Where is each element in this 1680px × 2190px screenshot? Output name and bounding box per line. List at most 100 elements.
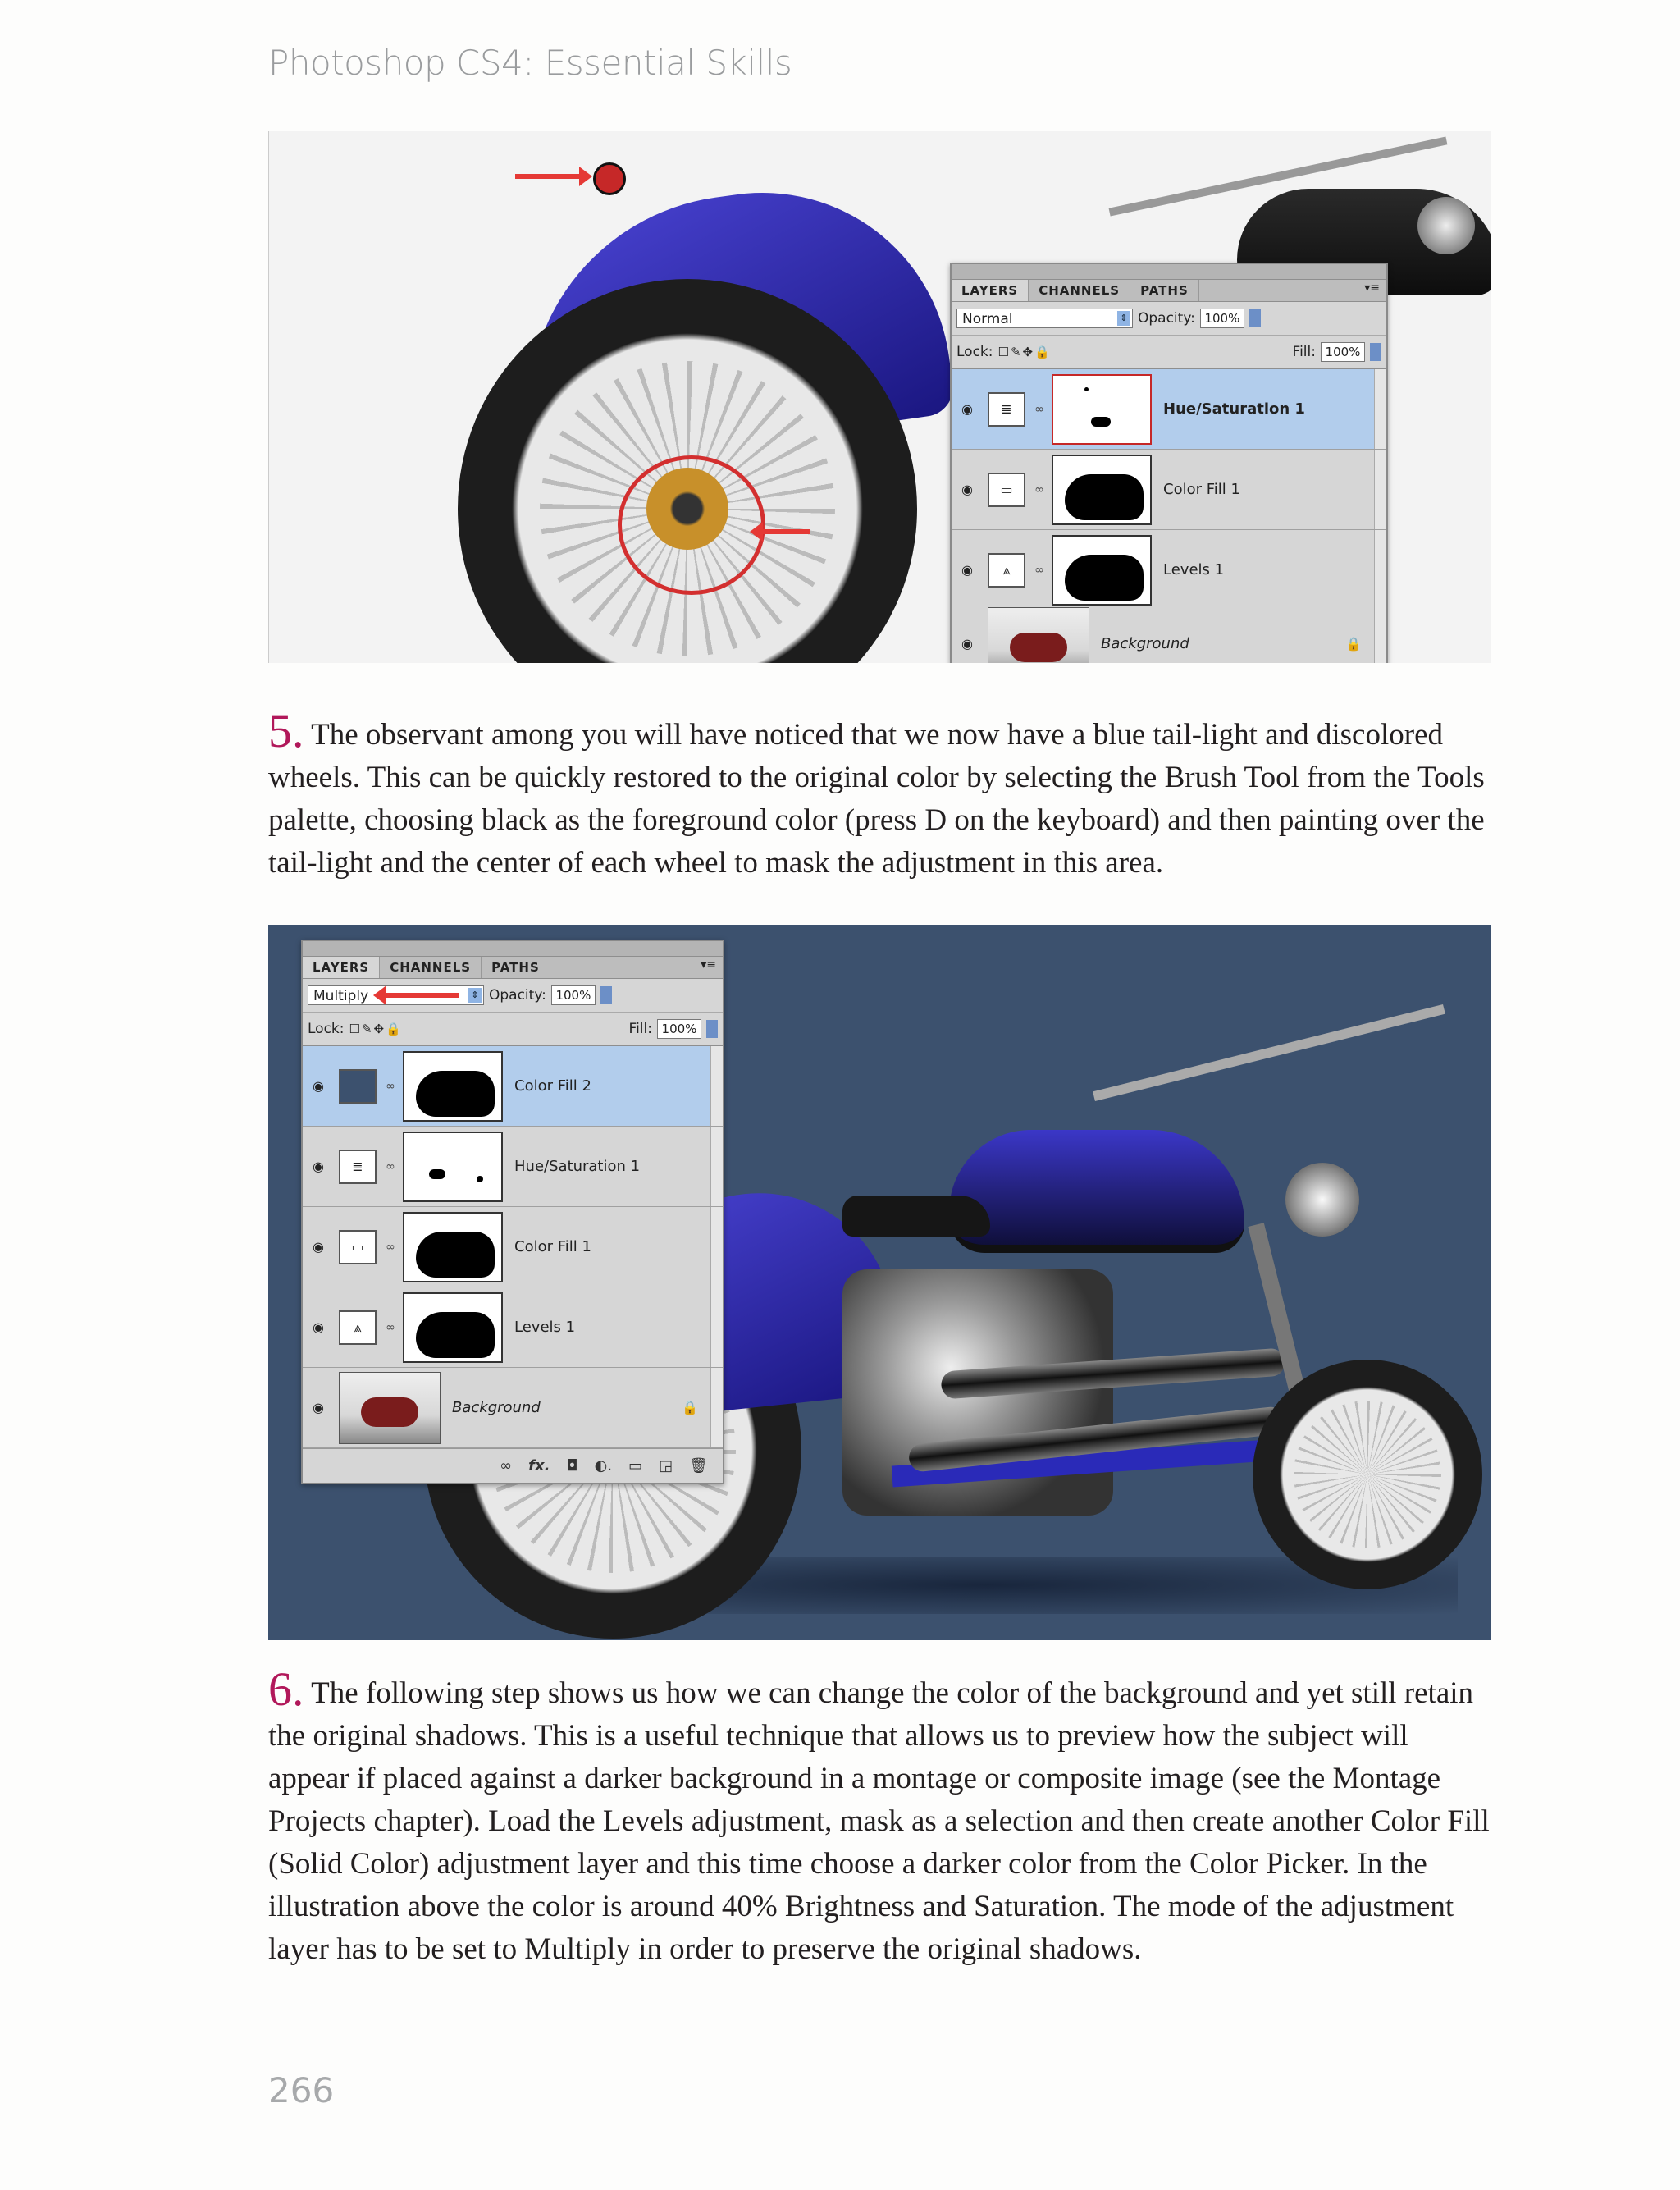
eye-icon[interactable]: ◉	[313, 1159, 324, 1174]
running-header: Photoshop CS4: Essential Skills	[268, 43, 792, 83]
headlight	[1285, 1163, 1359, 1237]
scrollbar[interactable]	[1374, 610, 1386, 663]
scrollbar[interactable]	[710, 1287, 723, 1367]
scrollbar[interactable]	[1374, 530, 1386, 610]
eye-icon[interactable]: ◉	[313, 1400, 324, 1415]
tail-light	[593, 162, 626, 195]
seat	[842, 1196, 990, 1237]
eye-icon[interactable]: ◉	[961, 401, 973, 417]
eye-icon[interactable]: ◉	[313, 1078, 324, 1094]
screenshot-tail-light-masking: LAYERS CHANNELS PATHS ▾≡ Normal⇕ Opacity…	[268, 131, 1491, 663]
layer-mask-thumbnail[interactable]	[1052, 373, 1152, 445]
tab-layers[interactable]: LAYERS	[303, 957, 381, 978]
background-thumbnail	[988, 607, 1089, 663]
scrollbar[interactable]	[710, 1207, 723, 1287]
eye-icon[interactable]: ◉	[313, 1239, 324, 1255]
eye-icon[interactable]: ◉	[961, 635, 973, 652]
layer-mask-thumbnail[interactable]	[403, 1211, 503, 1282]
delete-layer-icon[interactable]: 🗑	[689, 1456, 708, 1474]
tab-paths[interactable]: PATHS	[1130, 280, 1199, 301]
eye-icon[interactable]: ◉	[313, 1319, 324, 1335]
layer-mask-thumbnail[interactable]	[1052, 454, 1152, 525]
new-group-icon[interactable]: ▭	[628, 1456, 643, 1474]
fill-input[interactable]: 100%	[657, 1019, 701, 1039]
link-icon: ∞	[386, 1159, 395, 1173]
layer-name: Color Fill 2	[514, 1077, 591, 1095]
panel-menu-icon[interactable]: ▾≡	[1364, 281, 1380, 295]
scrollbar[interactable]	[710, 1127, 723, 1206]
layer-row[interactable]: ◉ Background 🔒	[952, 607, 1386, 663]
layer-style-icon[interactable]: fx.	[528, 1456, 550, 1474]
layer-name: Hue/Saturation 1	[1163, 400, 1305, 418]
lock-icons[interactable]: ☐✎✥🔒	[998, 345, 1052, 359]
fill-input[interactable]: 100%	[1321, 342, 1365, 362]
fill-slider-button[interactable]	[706, 1020, 718, 1038]
blend-mode-select[interactable]: Normal⇕	[956, 309, 1133, 328]
fuel-tank	[949, 1130, 1244, 1253]
layer-mask-thumbnail[interactable]	[1052, 534, 1152, 606]
color-fill-icon: ▭	[988, 472, 1025, 507]
layer-name: Color Fill 1	[1163, 481, 1240, 498]
lock-icons[interactable]: ☐✎✥🔒	[349, 1022, 403, 1036]
tab-layers[interactable]: LAYERS	[952, 280, 1029, 301]
front-wheel-spokes	[1294, 1401, 1441, 1548]
link-icon: ∞	[1034, 402, 1044, 416]
layer-name: Hue/Saturation 1	[514, 1158, 641, 1175]
layer-name: Levels 1	[514, 1319, 576, 1336]
color-fill-icon: ▭	[339, 1229, 377, 1264]
lock-icon: 🔒	[682, 1400, 698, 1415]
layer-row[interactable]: ◉ ≣ ∞ Hue/Saturation 1	[952, 369, 1386, 450]
layer-row[interactable]: ◉ ∞ Color Fill 2	[303, 1046, 723, 1127]
blend-mode-stepper-icon: ⇕	[468, 988, 482, 1003]
layer-mask-thumbnail[interactable]	[403, 1131, 503, 1202]
panel-menu-icon[interactable]: ▾≡	[701, 958, 716, 972]
fill-slider-button[interactable]	[1370, 343, 1381, 361]
opacity-input[interactable]: 100%	[550, 985, 596, 1005]
page-number: 266	[268, 2070, 335, 2110]
opacity-slider-button[interactable]	[600, 986, 612, 1004]
layer-row[interactable]: ◉ ⩓ ∞ Levels 1	[952, 530, 1386, 610]
new-adjustment-icon[interactable]: ◐.	[594, 1456, 613, 1474]
fill-label: Fill:	[628, 1021, 652, 1037]
tab-channels[interactable]: CHANNELS	[1029, 280, 1131, 301]
color-fill-icon	[339, 1068, 377, 1104]
layer-row[interactable]: ◉ ⩓ ∞ Levels 1	[303, 1287, 723, 1368]
tail-light-arrow	[515, 167, 592, 186]
layer-name: Levels 1	[1163, 561, 1225, 578]
opacity-input[interactable]: 100%	[1199, 309, 1244, 328]
link-icon: ∞	[1034, 482, 1044, 496]
panel-titlebar	[952, 264, 1386, 280]
hub-highlight-ring	[618, 455, 765, 595]
scrollbar[interactable]	[1374, 450, 1386, 529]
scrollbar[interactable]	[710, 1046, 723, 1126]
tab-paths[interactable]: PATHS	[482, 957, 550, 978]
layers-panel: LAYERS CHANNELS PATHS ▾≡ Multiply⇕ Opaci…	[301, 940, 724, 1484]
opacity-label: Opacity:	[1138, 310, 1195, 327]
scrollbar[interactable]	[1374, 369, 1386, 449]
link-layers-icon[interactable]: ∞	[500, 1456, 513, 1474]
layer-row[interactable]: ◉ ▭ ∞ Color Fill 1	[303, 1207, 723, 1287]
opacity-slider-button[interactable]	[1249, 309, 1261, 327]
layer-row[interactable]: ◉ ≣ ∞ Hue/Saturation 1	[303, 1127, 723, 1207]
scrollbar[interactable]	[710, 1368, 723, 1447]
tab-channels[interactable]: CHANNELS	[380, 957, 482, 978]
layer-row[interactable]: ◉ Background 🔒	[303, 1368, 723, 1448]
levels-icon: ⩓	[988, 552, 1025, 588]
levels-icon: ⩓	[339, 1310, 377, 1345]
new-layer-icon[interactable]: ◲	[659, 1456, 673, 1474]
eye-icon[interactable]: ◉	[961, 482, 973, 497]
add-mask-icon[interactable]: ◘	[566, 1456, 578, 1474]
layer-mask-thumbnail[interactable]	[403, 1050, 503, 1122]
lock-label: Lock:	[308, 1021, 345, 1037]
link-icon: ∞	[1034, 563, 1044, 577]
opacity-label: Opacity:	[489, 987, 546, 1004]
layer-row[interactable]: ◉ ▭ ∞ Color Fill 1	[952, 450, 1386, 530]
lock-label: Lock:	[956, 344, 993, 360]
eye-icon[interactable]: ◉	[961, 562, 973, 578]
link-icon: ∞	[386, 1320, 395, 1334]
layer-name: Background	[1101, 634, 1189, 652]
link-icon: ∞	[386, 1079, 395, 1093]
screenshot-color-fill-multiply: LAYERS CHANNELS PATHS ▾≡ Multiply⇕ Opaci…	[268, 925, 1491, 1640]
layer-mask-thumbnail[interactable]	[403, 1292, 503, 1363]
hue-saturation-icon: ≣	[988, 391, 1025, 427]
